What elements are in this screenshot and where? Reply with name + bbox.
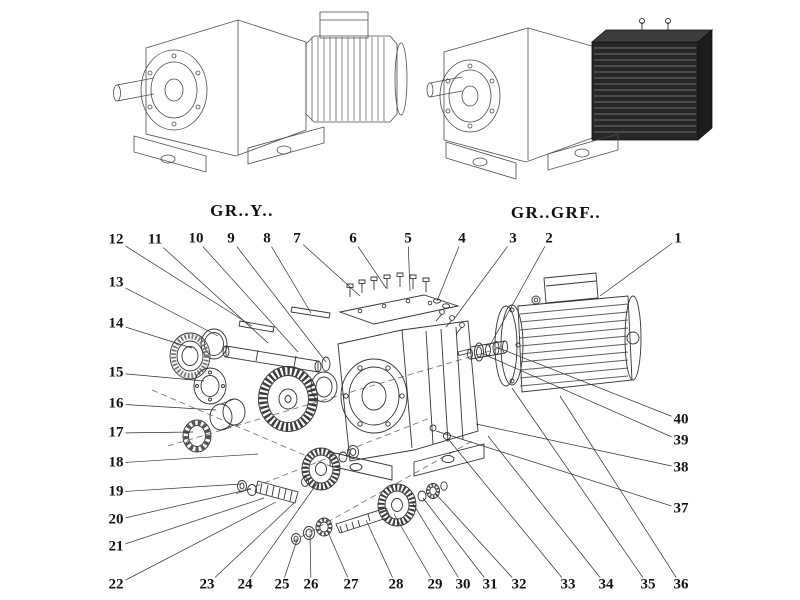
leader-line-36 [559, 395, 682, 586]
callout-16: 16 [106, 395, 126, 412]
callout-23: 23 [197, 576, 217, 593]
leader-line-5 [407, 238, 411, 292]
leader-line-39 [480, 352, 682, 442]
callout-27: 27 [341, 576, 361, 593]
leader-line-10 [195, 238, 299, 353]
leader-line-31 [422, 497, 491, 586]
leader-line-30 [411, 501, 464, 586]
callout-35: 35 [638, 576, 658, 593]
assembled-view-left [113, 11, 408, 173]
leader-line-7 [296, 238, 361, 297]
leader-line-34 [487, 435, 607, 586]
callout-8: 8 [261, 230, 273, 247]
callout-24: 24 [235, 576, 255, 593]
leader-line-19 [115, 483, 242, 493]
callout-11: 11 [145, 231, 165, 248]
leader-line-18 [115, 453, 259, 464]
callout-29: 29 [425, 576, 445, 593]
callout-31: 31 [480, 576, 500, 593]
callout-19: 19 [106, 483, 126, 500]
leader-line-15 [115, 372, 205, 382]
leader-line-29 [393, 513, 436, 586]
callout-26: 26 [301, 576, 321, 593]
callout-22: 22 [106, 576, 126, 593]
leader-line-11 [154, 239, 269, 344]
callout-4: 4 [456, 230, 468, 247]
callout-14: 14 [106, 315, 126, 332]
leader-line-16 [115, 403, 217, 411]
leader-line-38 [475, 423, 682, 469]
leader-line-13 [115, 282, 219, 337]
callout-2: 2 [543, 230, 555, 247]
leader-line-6 [352, 238, 387, 289]
callout-33: 33 [558, 576, 578, 593]
callout-18: 18 [106, 454, 126, 471]
leader-line-24 [244, 481, 319, 586]
leader-line-8 [266, 238, 312, 314]
callout-10: 10 [186, 230, 206, 247]
assembled-view-right [426, 18, 714, 180]
model-label-right: GR..GRF.. [510, 203, 602, 222]
callout-1: 1 [672, 230, 684, 247]
leader-line-40 [495, 346, 682, 421]
exploded-view [169, 272, 642, 545]
callout-5: 5 [402, 230, 414, 247]
leader-line-20 [115, 488, 252, 521]
leader-line-17 [115, 431, 194, 434]
callout-32: 32 [509, 576, 529, 593]
leader-line-23 [206, 502, 295, 586]
callout-25: 25 [272, 576, 292, 593]
leader-line-21 [115, 497, 265, 548]
leader-line-32 [434, 492, 520, 586]
leader-line-35 [511, 387, 649, 586]
leader-line-22 [115, 501, 277, 586]
callout-38: 38 [671, 459, 691, 476]
callout-20: 20 [106, 511, 126, 528]
leader-line-37 [435, 430, 682, 510]
leader-lines-layer [115, 238, 682, 586]
callout-34: 34 [596, 576, 616, 593]
callout-40: 40 [671, 411, 691, 428]
leader-line-28 [365, 519, 397, 586]
leader-line-26 [309, 533, 312, 586]
leader-line-4 [436, 238, 463, 302]
callout-36: 36 [671, 576, 691, 593]
leader-line-9 [230, 238, 327, 363]
callout-3: 3 [507, 230, 519, 247]
leader-line-12 [115, 239, 253, 327]
leader-line-3 [453, 238, 514, 320]
callout-30: 30 [453, 576, 473, 593]
callout-12: 12 [106, 231, 126, 248]
callout-7: 7 [291, 230, 303, 247]
callout-6: 6 [347, 230, 359, 247]
callout-21: 21 [106, 538, 126, 555]
leader-line-2 [488, 238, 550, 348]
callout-37: 37 [671, 500, 691, 517]
callout-28: 28 [386, 576, 406, 593]
callout-9: 9 [225, 230, 237, 247]
leader-line-1 [599, 238, 679, 297]
leader-line-27 [326, 529, 352, 586]
callout-39: 39 [671, 432, 691, 449]
model-label-left: GR..Y.. [210, 201, 274, 220]
leader-line-14 [115, 323, 193, 349]
leader-line-33 [448, 439, 569, 586]
callout-17: 17 [106, 424, 126, 441]
callout-15: 15 [106, 364, 126, 381]
callout-13: 13 [106, 274, 126, 291]
